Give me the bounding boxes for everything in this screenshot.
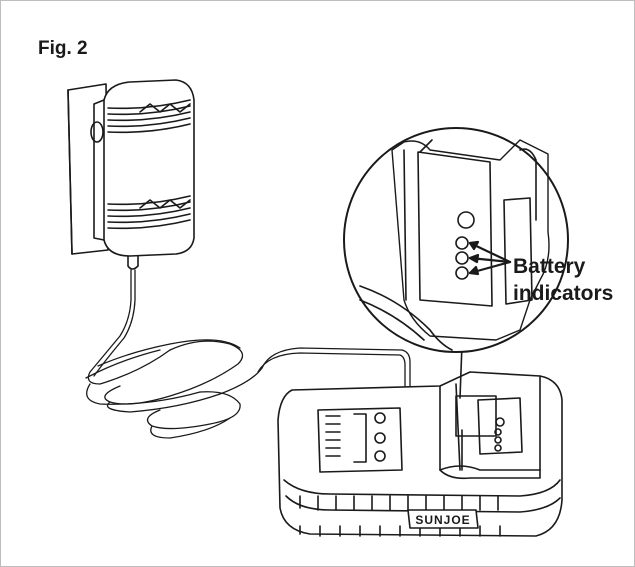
brand-logo: SUNJOE	[415, 513, 470, 527]
indicator-arrows	[470, 242, 510, 274]
charger-base	[278, 372, 562, 536]
callout-line-2: indicators	[513, 282, 614, 305]
power-cable	[86, 270, 410, 438]
magnified-detail	[344, 128, 568, 352]
brand-plate: SUNJOE	[408, 510, 478, 528]
wall-outlet-plate	[68, 84, 108, 254]
callout-line-1: Battery	[513, 255, 586, 278]
battery-indicators-callout: Battery indicators	[513, 253, 613, 307]
figure-label: Fig. 2	[38, 38, 88, 59]
zoom-connector	[456, 344, 496, 470]
power-adapter	[91, 80, 194, 269]
